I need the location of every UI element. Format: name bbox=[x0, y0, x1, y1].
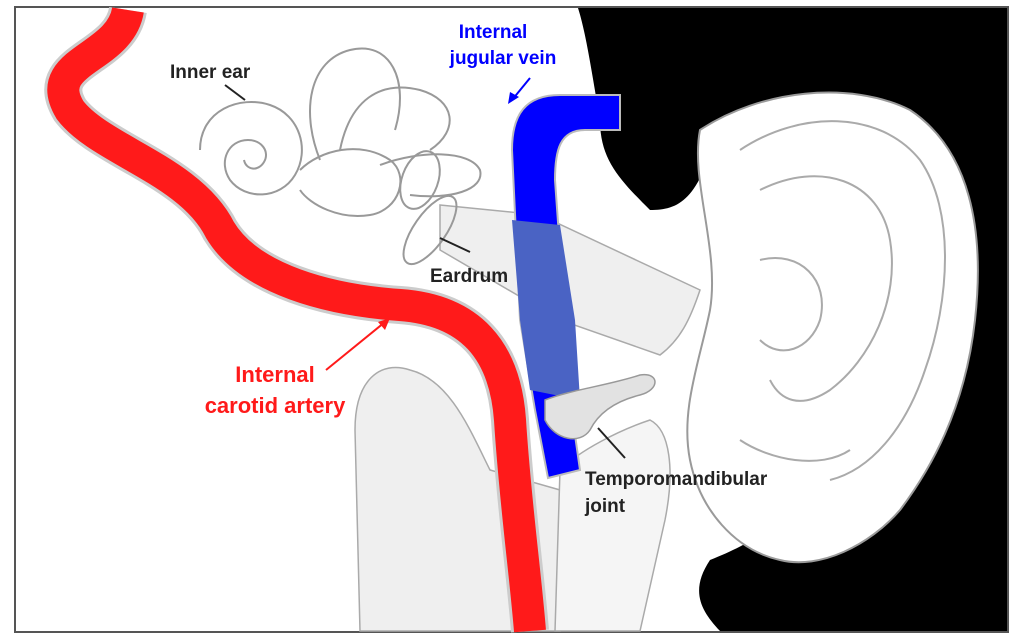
outer-ear bbox=[686, 91, 979, 564]
inner-ear-pointer bbox=[224, 84, 246, 101]
ear-lobule bbox=[739, 439, 851, 462]
eardrum-label: Eardrum bbox=[430, 266, 508, 287]
ear-canal bbox=[439, 204, 701, 356]
temporomandibular-joint bbox=[544, 374, 656, 440]
tmj-label-line1: Temporomandibular bbox=[585, 469, 768, 490]
semicircular-canal-2 bbox=[339, 86, 451, 151]
ear-antihelix bbox=[759, 175, 893, 402]
ica-arrowhead bbox=[378, 318, 390, 330]
ica-label-line2: carotid artery bbox=[205, 393, 346, 418]
mandible-ramus bbox=[554, 419, 671, 632]
ica-pointer bbox=[325, 321, 386, 371]
eardrum-pointer bbox=[439, 237, 471, 253]
inner-ear bbox=[199, 47, 482, 266]
internal-carotid-artery-fill bbox=[47, 5, 546, 633]
ear-helix bbox=[739, 120, 946, 481]
inner-ear-label: Inner ear bbox=[170, 62, 251, 83]
ossicle bbox=[399, 150, 441, 210]
ijv-label-line1: Internal bbox=[459, 22, 528, 43]
ijv-arrowhead bbox=[508, 92, 519, 104]
tmj-label-line2: joint bbox=[584, 496, 626, 517]
ijv-label-line2: jugular vein bbox=[449, 48, 557, 69]
internal-jugular-vein-overlay bbox=[512, 220, 580, 400]
ica-label-line1: Internal bbox=[235, 362, 314, 387]
cochlea bbox=[199, 101, 303, 196]
tmj-pointer bbox=[597, 427, 626, 459]
ear-concha bbox=[759, 257, 823, 352]
